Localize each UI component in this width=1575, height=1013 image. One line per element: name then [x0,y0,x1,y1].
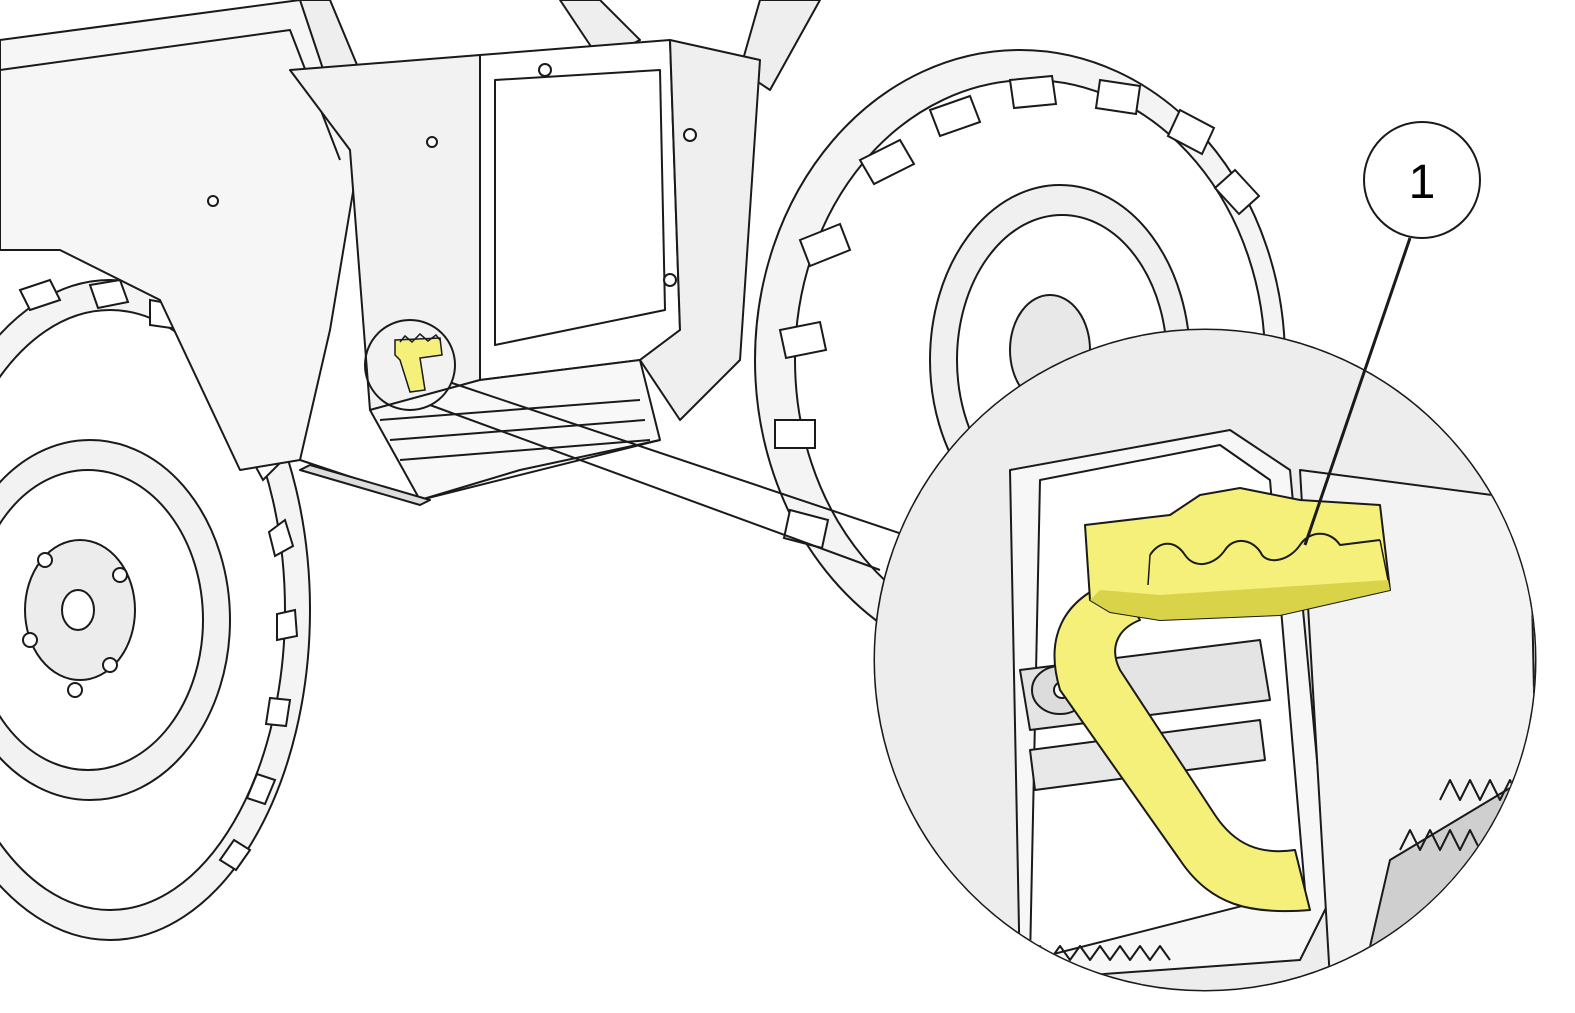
footrest-small [394,332,443,393]
detail-indicator-circle [364,319,456,411]
callout-1-leader [1303,237,1412,546]
callout-1: 1 [1303,121,1481,546]
vehicle-body [0,0,821,506]
magnify-leader-lines [429,382,906,571]
magnified-detail [873,328,1537,992]
callout-1-label: 1 [1409,156,1436,209]
callout-1-bubble [1363,121,1481,239]
